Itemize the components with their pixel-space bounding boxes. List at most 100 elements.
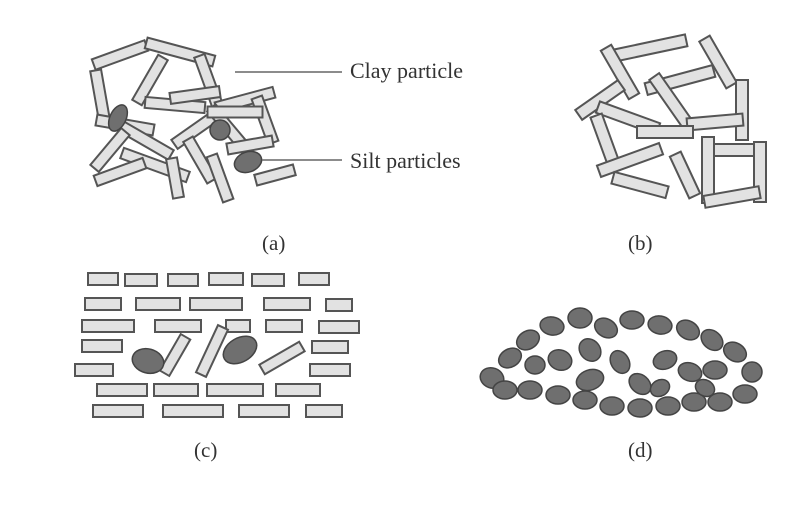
silt-grain [593, 317, 619, 339]
clay-particle [153, 383, 199, 397]
clay-particle [167, 273, 199, 287]
silt-particle [107, 104, 129, 132]
silt-particle [222, 335, 258, 365]
clay-particle [205, 152, 235, 204]
silt-particles-label: Silt particles [350, 148, 461, 173]
panel-b: (b) [573, 33, 767, 255]
clay-particle [194, 323, 230, 379]
clay-particle [96, 383, 148, 397]
clay-particle [275, 383, 321, 397]
clay-particle [265, 319, 303, 333]
clay-particle [88, 126, 132, 174]
silt-grain [647, 315, 673, 335]
silt-grain [539, 316, 565, 336]
clay-particle [206, 105, 264, 119]
clay-particle [158, 332, 192, 378]
clay-particle [238, 404, 290, 418]
clay-particle [189, 297, 243, 311]
silt-grain [741, 361, 763, 383]
silt-grain [497, 347, 523, 369]
silt-grain [707, 392, 733, 412]
silt-grain [628, 372, 652, 396]
silt-grain [515, 329, 541, 351]
clay-particle [225, 319, 251, 333]
panel-c-clay-particles [74, 272, 360, 418]
clay-particle [81, 319, 135, 333]
silt-grain [578, 338, 602, 362]
silt-grain [732, 384, 758, 404]
clay-particle [164, 156, 186, 200]
silt-grain [694, 378, 716, 398]
silt-grain [649, 378, 671, 398]
silt-grain [572, 390, 598, 410]
clay-particle [181, 135, 219, 185]
panel-d-grains [479, 307, 763, 418]
clay-particle [253, 163, 297, 187]
silt-grain [545, 385, 571, 405]
panel-c-caption: (c) [194, 438, 217, 462]
clay-particle [702, 185, 762, 209]
clay-particle [701, 136, 715, 204]
clay-particle [168, 84, 222, 106]
clay-particle [162, 404, 224, 418]
silt-grain [700, 328, 724, 352]
clay-particle [611, 33, 689, 63]
silt-grain [627, 398, 653, 418]
silt-grain [652, 349, 678, 371]
silt-grain [599, 396, 625, 416]
clay-particle [735, 79, 749, 141]
clay-particle [206, 383, 264, 397]
panel-d: (d) [479, 307, 763, 462]
panel-d-caption: (d) [628, 438, 653, 462]
panel-b-clay-particles [573, 33, 767, 209]
clay-particle [610, 170, 670, 200]
silt-particle [209, 119, 231, 141]
panel-c-silt-particles [131, 335, 258, 375]
silt-grain [675, 319, 701, 341]
clay-particle [74, 363, 114, 377]
silt-grain [567, 307, 593, 329]
panel-b-caption: (b) [628, 231, 653, 255]
silt-grain [547, 348, 573, 372]
clay-particle [685, 112, 745, 132]
silt-particle [131, 347, 165, 375]
clay-particle [92, 404, 144, 418]
clay-particle [225, 134, 275, 156]
silt-grain [681, 392, 707, 412]
clay-particle [208, 272, 244, 286]
clay-particle [135, 297, 181, 311]
silt-grain [655, 396, 681, 416]
panel-c: (c) [74, 272, 360, 462]
clay-particle [325, 298, 353, 312]
silt-grain [575, 368, 605, 392]
clay-particle [257, 340, 307, 376]
silt-grain [492, 380, 518, 400]
clay-particle [668, 150, 702, 200]
clay-particle [318, 320, 360, 334]
silt-grain [524, 355, 546, 375]
clay-particle [90, 38, 150, 72]
clay-particle [309, 363, 351, 377]
clay-particle [87, 272, 119, 286]
panel-a-caption: (a) [262, 231, 285, 255]
clay-particle [298, 272, 330, 286]
clay-particle [81, 339, 123, 353]
clay-particle-label: Clay particle [350, 58, 463, 83]
clay-particle [89, 68, 111, 122]
silt-grain [722, 341, 748, 363]
silt-particle [233, 150, 263, 174]
clay-particle [305, 404, 343, 418]
silt-grain [517, 380, 543, 400]
silt-grain [702, 360, 728, 380]
clay-particle [92, 156, 148, 188]
clay-particle [263, 297, 311, 311]
clay-particle [154, 319, 202, 333]
clay-particle [311, 340, 349, 354]
panel-a: Clay particle Silt particles (a) [88, 36, 463, 255]
clay-particle [636, 125, 694, 139]
panel-a-silt-particles [107, 104, 263, 174]
clay-particle [599, 43, 641, 101]
clay-particle [130, 53, 170, 107]
silt-grain [619, 310, 645, 330]
